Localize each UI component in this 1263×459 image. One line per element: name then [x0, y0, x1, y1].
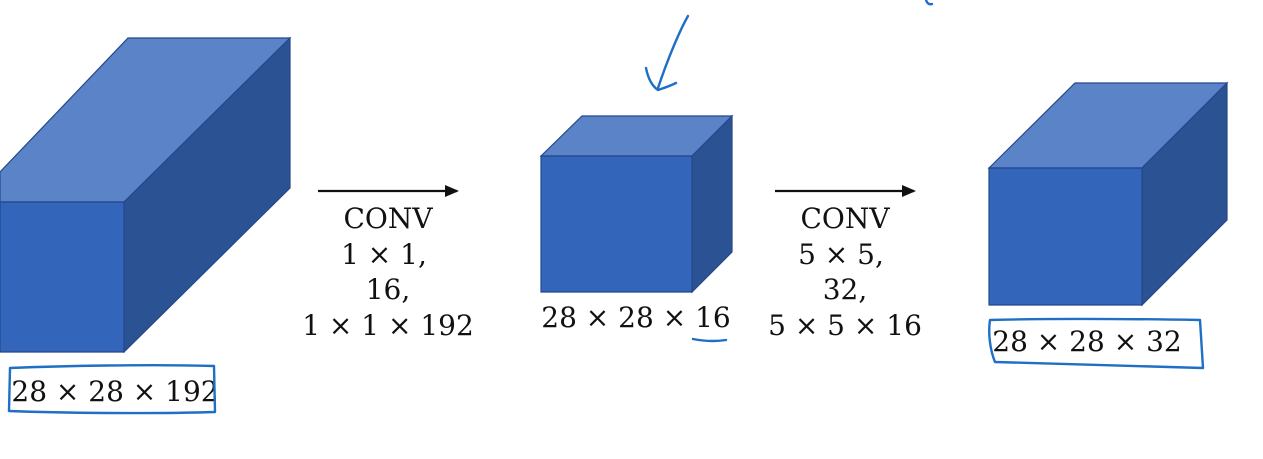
op-line: 1 × 1 × 192	[302, 309, 474, 342]
input-label-box	[7, 363, 217, 415]
op-line: 1 × 1,	[341, 238, 427, 271]
channel-16-underline	[691, 337, 728, 343]
hand-drawn-arrow-icon	[644, 14, 690, 92]
output-label-box	[988, 317, 1205, 370]
cube-front-face	[540, 155, 693, 293]
bottleneck-volume-cube	[539, 114, 734, 294]
input-volume-label: 28 × 28 × 192	[11, 375, 218, 408]
op-line: CONV	[343, 202, 433, 235]
op-line: 5 × 5 × 16	[768, 309, 922, 342]
bottleneck-volume-label: 28 × 28 × 16	[541, 301, 730, 334]
op-line: 32,	[823, 273, 868, 306]
op-line: CONV	[800, 202, 890, 235]
output-volume-cube	[987, 81, 1229, 307]
conv-1x1-operation: CONV 1 × 1, 16, 1 × 1 × 192	[302, 202, 474, 342]
op-line: 5 × 5,	[798, 238, 884, 271]
pen-mark-icon	[924, 0, 934, 6]
cube-front-face	[988, 167, 1143, 306]
cube-front-face	[0, 201, 125, 353]
op-line: 16,	[366, 273, 411, 306]
handwritten-annotations	[7, 0, 1205, 415]
conv-5x5-operation: CONV 5 × 5, 32, 5 × 5 × 16	[768, 202, 922, 342]
input-volume-cube	[0, 36, 292, 354]
output-volume-label: 28 × 28 × 32	[992, 325, 1181, 358]
